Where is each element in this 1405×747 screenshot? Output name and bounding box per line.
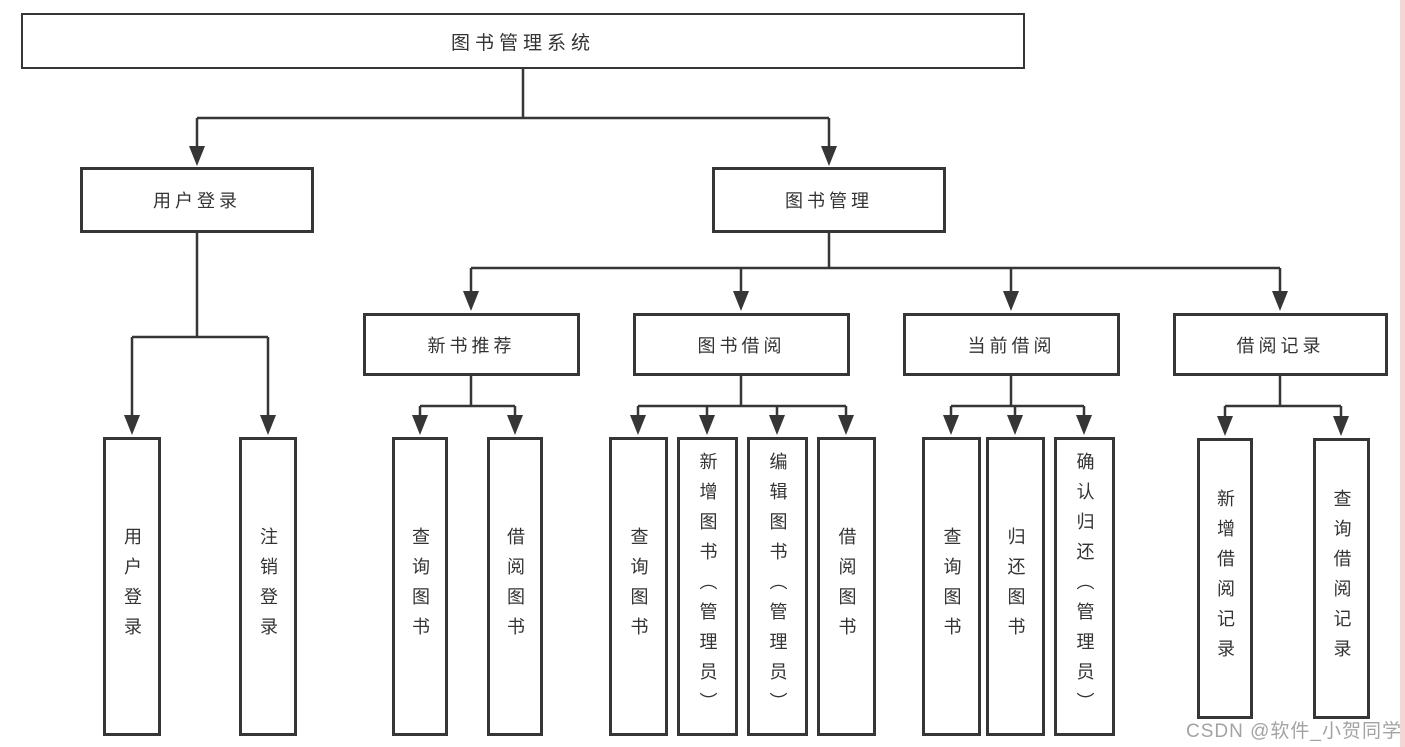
arrow-down-icon — [189, 146, 205, 166]
node-book-management: 图书管理 — [712, 167, 946, 233]
arrow-down-icon — [507, 415, 523, 435]
leaf-logout: 注销登录 — [239, 437, 297, 736]
node-book-borrow: 图书借阅 — [633, 313, 850, 376]
leaf-cb-return-book: 归还图书 — [986, 437, 1045, 736]
arrow-down-icon — [412, 415, 428, 435]
arrow-down-icon — [821, 146, 837, 166]
arrow-down-icon — [733, 291, 749, 311]
csdn-watermark: CSDN @软件_小贺同学 — [1186, 721, 1402, 742]
arrow-down-icon — [1333, 416, 1349, 436]
arrow-down-icon — [769, 415, 785, 435]
right-edge-strip — [1400, 0, 1405, 747]
node-new-book-recommend: 新书推荐 — [363, 313, 580, 376]
arrow-down-icon — [1007, 415, 1023, 435]
node-borrow-record: 借阅记录 — [1173, 313, 1388, 376]
arrow-down-icon — [124, 415, 140, 435]
arrow-down-icon — [260, 415, 276, 435]
arrow-down-icon — [699, 415, 715, 435]
leaf-bb-query-book: 查询图书 — [609, 437, 668, 736]
leaf-br-query-record: 查询借阅记录 — [1313, 438, 1370, 719]
node-user-login: 用户登录 — [80, 167, 314, 233]
leaf-cb-query-book: 查询图书 — [922, 437, 981, 736]
leaf-bb-edit-book-admin: 编辑图书（管理员） — [747, 437, 808, 736]
arrow-down-icon — [630, 415, 646, 435]
node-root: 图书管理系统 — [21, 13, 1025, 69]
leaf-br-add-record: 新增借阅记录 — [1197, 438, 1253, 719]
leaf-cb-confirm-return-admin: 确认归还（管理员） — [1054, 437, 1115, 736]
leaf-nbr-query-book: 查询图书 — [392, 437, 448, 736]
arrow-down-icon — [943, 415, 959, 435]
arrow-down-icon — [463, 291, 479, 311]
arrow-down-icon — [1003, 291, 1019, 311]
arrow-down-icon — [838, 415, 854, 435]
leaf-user-login: 用户登录 — [103, 437, 161, 736]
node-current-borrow: 当前借阅 — [903, 313, 1120, 376]
leaf-bb-add-book-admin: 新增图书（管理员） — [677, 437, 738, 736]
leaf-nbr-borrow-book: 借阅图书 — [487, 437, 543, 736]
leaf-bb-borrow-book: 借阅图书 — [817, 437, 876, 736]
arrow-down-icon — [1076, 415, 1092, 435]
arrow-down-icon — [1272, 291, 1288, 311]
arrow-down-icon — [1217, 416, 1233, 436]
